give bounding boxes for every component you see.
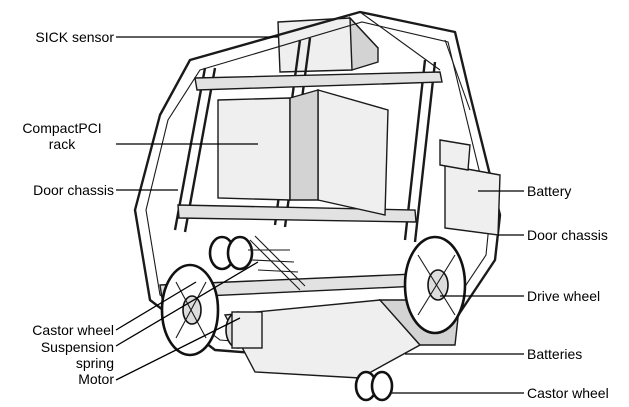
leader-suspension-spring: [115, 261, 259, 347]
label-battery: Battery: [527, 183, 572, 199]
label-door-chassis-right: Door chassis: [527, 227, 608, 243]
label-drive-wheel: Drive wheel: [527, 288, 601, 304]
label-batteries: Batteries: [527, 346, 583, 362]
castor-wheel-bottom: [354, 370, 394, 402]
leader-castor-wheel-left: [115, 281, 197, 331]
label-suspension-line1: Suspension: [40, 339, 114, 355]
drive-wheel-left: [160, 263, 220, 357]
compactpci-rack: [217, 89, 389, 216]
battery-block: [439, 139, 501, 236]
drive-wheel-right: [403, 235, 467, 335]
leader-lines: [115, 36, 524, 394]
label-compactpci-line2: rack: [48, 136, 76, 152]
label-suspension-line2: spring: [75, 355, 114, 371]
label-sick-sensor: SICK sensor: [35, 29, 114, 45]
label-castor-wheel-bottom: Castor wheel: [527, 385, 609, 401]
sensor-housing: [277, 16, 380, 73]
label-castor-wheel-left: Castor wheel: [32, 322, 114, 338]
leader-motor: [115, 317, 241, 381]
label-compactpci-line1: CompactPCI: [22, 120, 102, 136]
label-motor: Motor: [78, 371, 114, 387]
motor: [225, 311, 263, 349]
suspension-spring: [248, 235, 306, 291]
castor-wheel-top: [208, 235, 254, 271]
label-door-chassis-left: Door chassis: [33, 182, 114, 198]
